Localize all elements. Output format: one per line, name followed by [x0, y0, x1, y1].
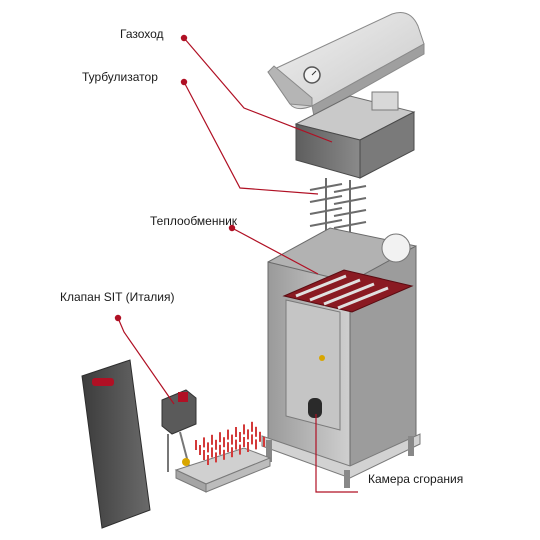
callout-dot-flue — [180, 34, 188, 42]
label-turbulator: Турбулизатор — [82, 70, 158, 84]
callout-dot-valve — [114, 314, 122, 322]
burner-port — [308, 398, 322, 418]
callout-dot-heat-exchanger — [228, 224, 236, 232]
label-valve: Клапан SIT (Италия) — [60, 290, 175, 304]
label-combustion-chamber: Камера сгорания — [368, 472, 464, 486]
heat-exchanger — [282, 269, 414, 313]
flue-opening — [381, 233, 411, 263]
valve-knob — [178, 392, 188, 402]
burner-flames — [195, 421, 265, 465]
callout-lines — [117, 37, 358, 493]
callout-dot-turbulator — [180, 78, 188, 86]
warning-sticker-icon — [319, 355, 325, 361]
label-flue: Газоход — [120, 27, 164, 41]
gas-valve — [161, 389, 197, 472]
front-door-panel — [81, 359, 151, 529]
burner-block — [174, 421, 272, 493]
flue-cover — [267, 12, 425, 117]
label-heat-exchanger: Теплообменник — [150, 214, 238, 228]
turbulator-housing — [294, 91, 416, 179]
boiler-body — [261, 227, 421, 488]
callout-dots — [114, 34, 236, 322]
brand-logo — [92, 378, 114, 386]
